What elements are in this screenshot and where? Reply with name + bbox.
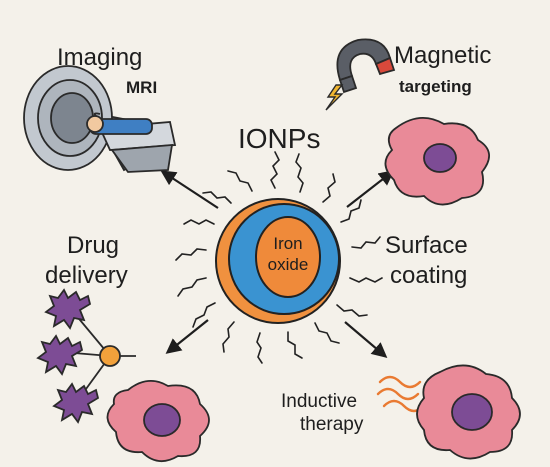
horseshoe-magnet-icon (336, 38, 396, 94)
heat-waves-icon (376, 375, 426, 413)
inductive-cell-icon (416, 364, 521, 460)
magnetic-label: Magnetic (394, 42, 491, 69)
arrows (160, 170, 395, 358)
drug-label-line2: delivery (45, 262, 128, 289)
inductive-label-line1: Inductive (281, 391, 357, 412)
mri-scanner-icon (23, 65, 177, 173)
nanoparticle: Iron oxide (215, 198, 341, 324)
lightning-bolt-icon (325, 84, 344, 111)
mri-label: MRI (126, 78, 157, 97)
surface-ligands (175, 151, 383, 364)
surface-label-line1: Surface (385, 232, 468, 259)
targeting-label: targeting (399, 77, 472, 96)
core-label-line2: oxide (268, 255, 309, 274)
drug-label-line1: Drug (67, 232, 119, 259)
particle-core (255, 216, 321, 298)
inductive-label-line2: therapy (300, 414, 364, 435)
arrow-to-imaging (160, 170, 219, 209)
ionps-title: IONPs (238, 123, 320, 154)
arrow-to-magnetic (346, 170, 395, 208)
target-cell-icon (384, 117, 490, 206)
drug-molecule-icon (36, 288, 136, 424)
arrow-to-inductive (344, 321, 388, 358)
cancer-cell-icon (106, 380, 210, 462)
arrow-to-drug (165, 319, 209, 354)
surface-label-line2: coating (390, 262, 467, 289)
core-label-line1: Iron (273, 234, 302, 253)
